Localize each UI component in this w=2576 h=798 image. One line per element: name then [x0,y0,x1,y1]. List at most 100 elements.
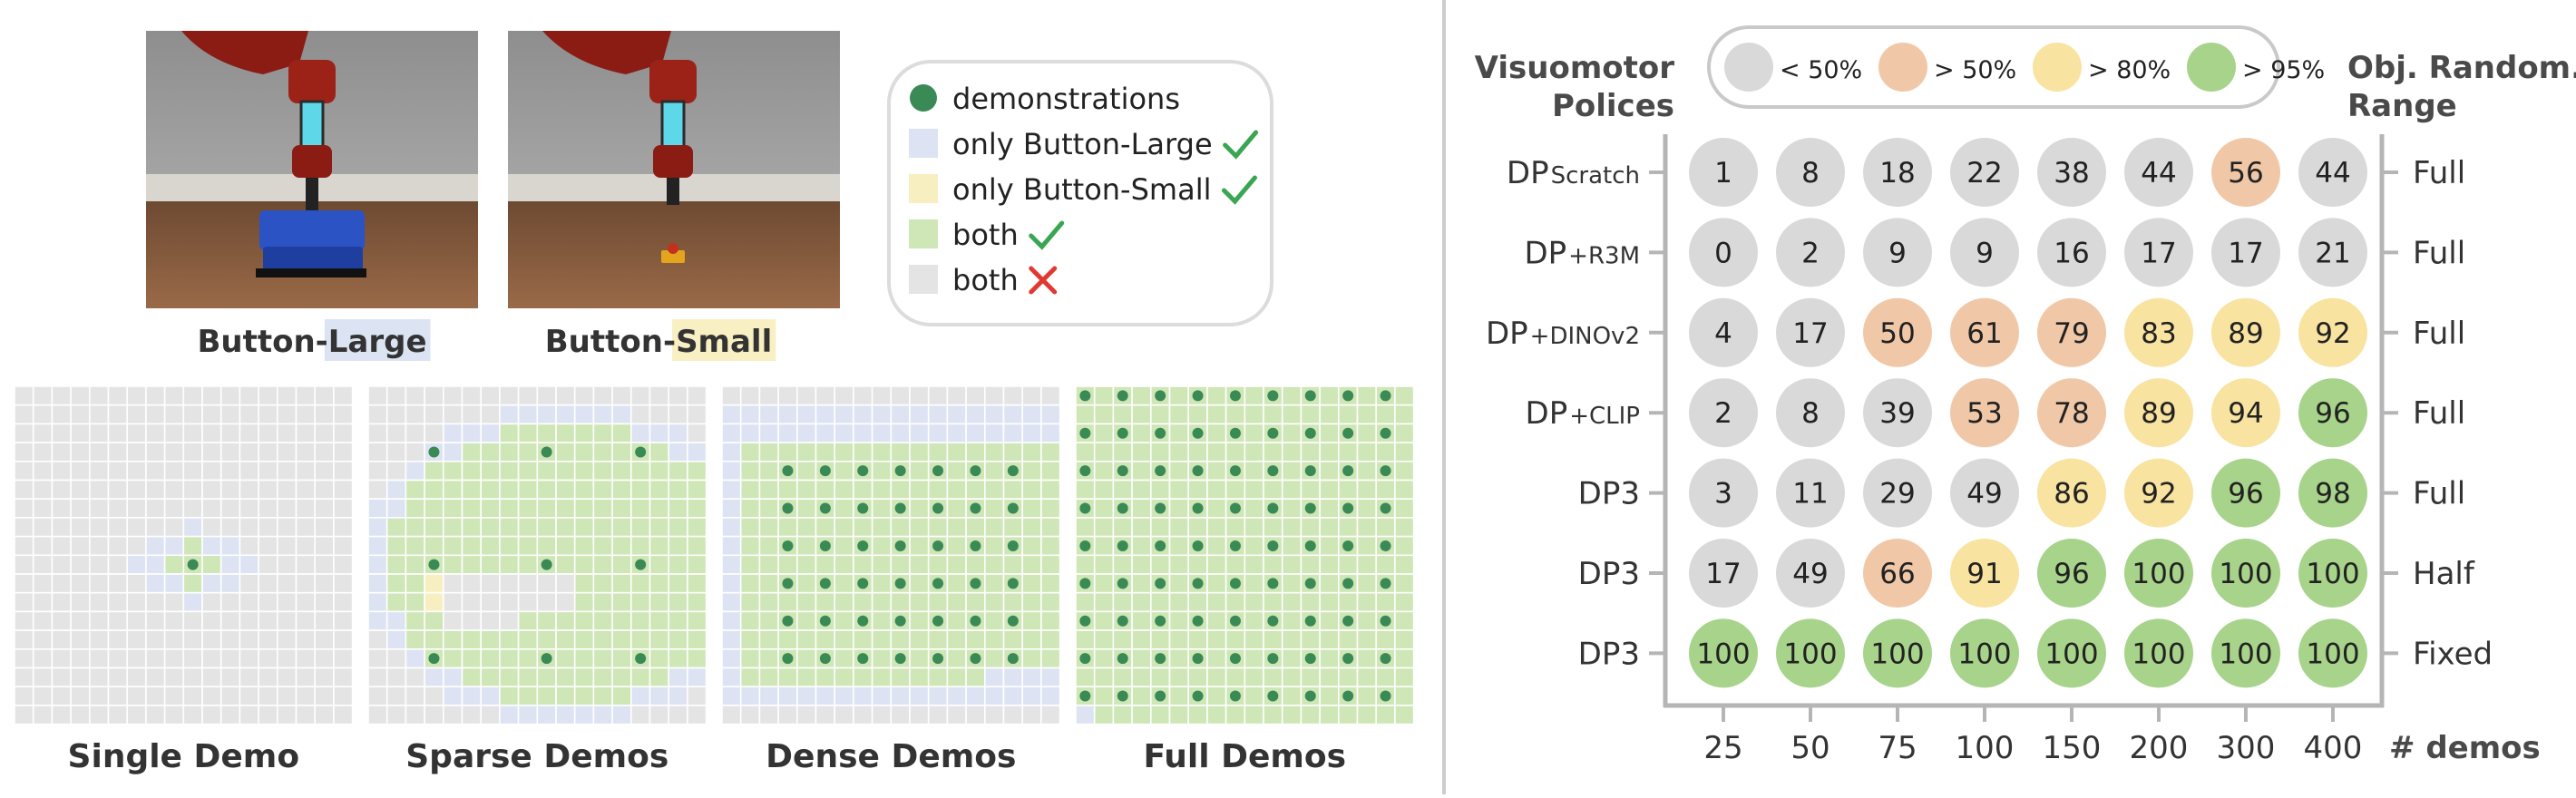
grid-cell [1225,442,1246,462]
grid-cell [1075,404,1096,425]
grid-cell [795,667,817,688]
grid-cell [758,647,779,669]
grid-cell [1244,591,1264,613]
grid-cell [1281,404,1303,425]
grid-cell [367,460,388,482]
value-circle [1863,458,1932,528]
grid-cell [163,460,185,482]
grid-cell [909,610,930,631]
grid-cell [239,479,259,501]
grid-cell [32,554,54,575]
value-label: 22 [1966,157,2002,190]
grid-cell [163,591,185,613]
grid-cell [687,535,707,557]
demo-dot [1079,465,1091,477]
value-circle [2211,378,2280,448]
grid-cell [1021,647,1042,669]
grid-cell [909,460,930,482]
value-label: 100 [1696,637,1750,670]
grid-cell [367,535,388,557]
demo-dot [819,615,831,627]
grid-cell [239,535,259,557]
grid-cell [126,610,147,631]
grid-cell [984,610,1005,631]
grid-cell [517,498,539,519]
grid-cell [1319,686,1340,706]
grid-cell [333,610,354,631]
grid-cell [333,647,354,669]
photo-caption-large: Button-Large [197,319,431,361]
grid-cell [442,591,463,613]
grid-cell [536,629,557,650]
grid-cell [461,423,483,443]
grid-cell [51,460,72,482]
grid-cell [1131,460,1152,482]
demo-dot [1155,502,1166,514]
grid-cell [687,385,707,406]
grid-cell [1075,629,1096,650]
grid-cell [89,629,110,650]
grid-cell [385,404,407,425]
grid-cell [239,573,259,594]
value-label: 92 [2141,478,2176,511]
grid-cell [258,535,278,557]
demo-dot [782,540,794,551]
grid-cell [258,554,278,575]
value-label: 38 [2054,157,2089,190]
grid-cell [1394,647,1415,669]
grid-cell [721,517,742,538]
grid-cell [1112,667,1133,688]
grid-cell [14,610,34,631]
grid-cell [1093,591,1115,613]
grid-cell [1394,498,1415,519]
grid-cell [314,442,335,462]
value-circle [1689,138,1758,207]
demo-dot [1342,578,1354,589]
grid-cell [592,573,613,594]
row-method: DP3 [1578,636,1640,672]
grid-cell [668,498,688,519]
grid-cell [965,404,986,425]
demo-dot [1342,653,1354,665]
grid-cell [739,686,761,706]
grid-cell [965,423,986,443]
grid-cell [1075,554,1096,575]
grid-cell [1131,385,1152,406]
grid-cell [1093,686,1115,706]
grid-cell [32,423,54,443]
range-label: Fixed [2413,636,2493,672]
grid-cell [834,535,854,557]
grid-cell [573,686,595,706]
grid-cell [107,404,129,425]
value-circle [2211,618,2280,688]
grid-cell [385,460,407,482]
legend-label: only Button-Small [952,172,1211,207]
grid-cell [611,423,632,443]
grid-cell [909,686,930,706]
grid-cell [573,460,595,482]
chart-legend-box [1707,25,2280,109]
grid-cell [853,423,873,443]
value-label: 29 [1879,478,1915,511]
x-tick-label: 300 [2217,730,2276,766]
grid-cell [629,686,651,706]
grid-cell [1168,498,1190,519]
grid-cell [201,591,222,613]
success-rate-chart: Visuomotor Polices Obj. Random. Range # … [1475,25,2576,766]
row-label: DPScratch [1507,155,1640,191]
grid-cell [405,498,425,519]
grid-cell [385,385,407,406]
grid-cell [834,404,854,425]
grid-cell [1394,686,1415,706]
grid-cell [668,705,688,725]
grid-cell [1168,535,1190,557]
grid-cell [276,667,298,688]
legend-label: only Button-Large [952,127,1213,161]
grid-cell [314,423,335,443]
grid-cell [555,647,576,669]
grid-cell [573,385,595,406]
grid-full: Full Demos [1075,385,1415,775]
grid-cell [871,517,893,538]
